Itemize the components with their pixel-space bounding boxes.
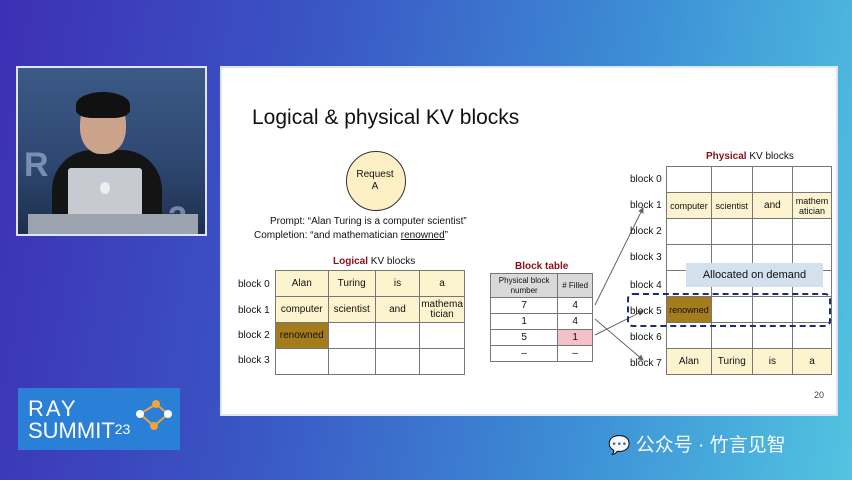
kv-cell: mathem atician — [792, 192, 832, 219]
kv-cell: is — [374, 270, 421, 297]
ray-summit-logo: RAY SUMMIT23 — [18, 388, 180, 450]
kv-cell: renowned — [275, 322, 329, 349]
highlight-block-5 — [627, 293, 831, 327]
kv-cell — [374, 348, 421, 375]
kv-cell: is — [751, 348, 794, 375]
physical-block-label: block 4 — [630, 280, 662, 291]
kv-cell — [751, 218, 794, 245]
physical-block-label: block 1 — [630, 200, 662, 211]
kv-cell — [751, 166, 794, 193]
kv-cell — [419, 348, 465, 375]
kv-cell: computer — [666, 192, 712, 219]
physical-block-label: block 3 — [630, 252, 662, 263]
request-id: A — [371, 181, 379, 192]
arrow-to-block-7 — [594, 318, 644, 361]
kv-cell — [666, 166, 712, 193]
kv-cell: scientist — [327, 296, 376, 323]
arrow-to-block-1 — [594, 207, 644, 306]
kv-cell: a — [419, 270, 465, 297]
logical-kv-title: Logical KV blocks — [333, 256, 416, 267]
network-icon — [136, 400, 172, 430]
logical-kv-grid: Alan Turing is a computer scientist and … — [275, 270, 465, 375]
apple-logo-icon — [100, 182, 110, 194]
kv-cell — [710, 166, 753, 193]
block-table-cell: 5 — [489, 329, 559, 346]
page-number: 20 — [814, 390, 825, 400]
kv-cell: scientist — [710, 192, 753, 219]
prompt-text: Prompt: “Alan Turing is a computer scien… — [270, 216, 467, 227]
kv-cell: and — [751, 192, 794, 219]
kv-cell — [666, 218, 712, 245]
block-table-header: Physical block number — [489, 273, 559, 298]
kv-cell — [327, 348, 376, 375]
physical-kv-title: Physical KV blocks — [706, 151, 794, 162]
block-table-cell: – — [557, 345, 593, 362]
block-table-header: # Filled — [557, 273, 593, 298]
kv-cell: Turing — [710, 348, 753, 375]
kv-cell — [792, 166, 832, 193]
kv-cell: renowned — [666, 296, 712, 323]
physical-block-label: block 7 — [630, 358, 662, 369]
arrow-to-block-5 — [594, 310, 644, 336]
wechat-icon: 💬 — [608, 435, 631, 455]
kv-cell: computer — [275, 296, 329, 323]
slide-title: Logical & physical KV blocks — [252, 106, 520, 129]
kv-cell — [275, 348, 329, 375]
block-table-cell: – — [489, 345, 559, 362]
physical-block-label: block 6 — [630, 332, 662, 343]
speaker-video: R 2 — [16, 66, 207, 236]
kv-cell — [792, 218, 832, 245]
physical-block-label: block 2 — [630, 226, 662, 237]
watermark: 💬 公众号 · 竹言见智 — [608, 435, 786, 456]
logical-block-label: block 3 — [238, 355, 270, 366]
logical-block-label: block 2 — [238, 330, 270, 341]
request-circle — [346, 151, 406, 211]
physical-block-label: block 5 — [630, 306, 662, 317]
block-table-title: Block table — [515, 261, 569, 272]
request-label: Request — [356, 169, 394, 180]
presentation-slide: Logical & physical KV blocks Request A P… — [220, 66, 838, 416]
kv-cell: Alan — [275, 270, 329, 297]
mapping-arrows — [594, 207, 644, 361]
physical-block-label: block 0 — [630, 174, 662, 185]
completion-text: Completion: “and mathematician renowned” — [254, 230, 449, 241]
kv-cell: and — [374, 296, 421, 323]
kv-cell: a — [792, 348, 832, 375]
logical-block-label: block 0 — [238, 279, 270, 290]
kv-cell: Alan — [666, 348, 712, 375]
kv-cell: mathema tician — [419, 296, 465, 323]
kv-cell — [710, 218, 753, 245]
allocated-callout: Allocated on demand — [686, 263, 823, 287]
logical-block-label: block 1 — [238, 305, 270, 316]
